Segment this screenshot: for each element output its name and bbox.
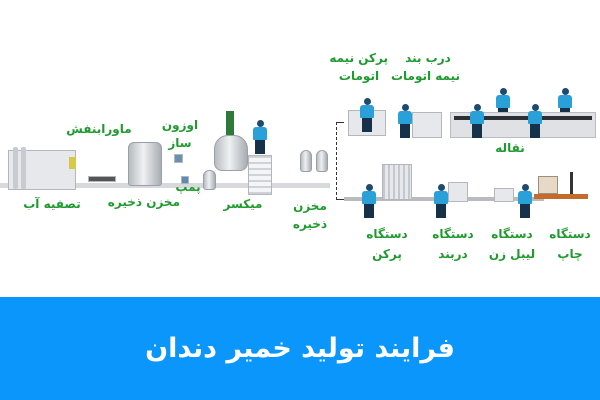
label-semi-auto-capper-line2: نیمه اتومات	[390, 69, 460, 83]
label-printing-machine-line2: چاپ	[557, 247, 583, 261]
worker-conveyor-4	[528, 104, 542, 138]
printing-machine-table	[534, 194, 588, 199]
uv-sterilizer-unit	[88, 176, 116, 182]
worker-semi-auto-filler	[360, 98, 374, 132]
label-pump: پمپ	[175, 180, 201, 194]
semi-auto-capper	[412, 112, 442, 138]
label-water-treatment: تصفیه آب	[23, 197, 81, 211]
label-conveyor: نقاله	[495, 141, 525, 155]
label-semi-auto-filler-line1: پرکن نیمه	[329, 51, 388, 65]
label-storage-tank-1: مخزن ذخیره	[107, 195, 180, 209]
worker-capping-machine	[434, 184, 448, 218]
mixer-vessel	[214, 135, 248, 171]
capping-machine	[448, 182, 468, 202]
mixer-platform	[248, 155, 272, 195]
arrow-to-top-line	[336, 122, 344, 123]
label-filling-machine-line1: دستگاه	[366, 227, 408, 241]
filling-machine	[382, 164, 412, 200]
mixer-side-tank	[203, 170, 216, 190]
worker-mixer	[253, 120, 267, 154]
label-ozone-generator-line2: ساز	[168, 136, 192, 150]
label-capping-machine-line2: دربند	[438, 247, 468, 261]
storage-tank-2a	[300, 150, 312, 172]
pump-unit	[181, 176, 189, 184]
label-semi-auto-filler-line2: اتومات	[338, 69, 380, 83]
label-uv-sterilizer: ماورابنفش	[66, 122, 132, 136]
label-storage-tank-2-line1: مخزن	[293, 199, 327, 213]
conveyor-top-belt	[454, 116, 592, 120]
water-treatment-unit	[8, 147, 76, 190]
splitter-connector	[336, 122, 337, 200]
worker-conveyor-1	[496, 88, 510, 112]
storage-tank-2b	[316, 150, 328, 172]
title-banner: فرایند تولید خمیر دندان	[0, 297, 600, 400]
worker-conveyor-2	[558, 88, 572, 112]
label-filling-machine-line2: پرکن	[372, 247, 402, 261]
mixer-motor	[226, 111, 234, 135]
worker-semi-auto-capper	[398, 104, 412, 138]
label-labeling-machine-line2: لیبل زن	[488, 247, 536, 261]
printing-machine-box	[538, 176, 558, 194]
label-semi-auto-capper-line1: درب بند	[405, 51, 451, 65]
ozone-generator-unit	[174, 154, 183, 163]
main-pipe	[0, 183, 330, 188]
worker-labeling-machine	[518, 184, 532, 218]
label-printing-machine-line1: دستگاه	[549, 227, 591, 241]
page-title: فرایند تولید خمیر دندان	[145, 333, 455, 364]
worker-filling-machine	[362, 184, 376, 218]
process-diagram: تصفیه آب ماورابنفش مخزن ذخیره اوزون ساز …	[0, 51, 596, 261]
label-labeling-machine-line1: دستگاه	[491, 227, 533, 241]
labeling-machine	[494, 188, 514, 202]
storage-tank-1	[128, 142, 162, 186]
worker-conveyor-3	[470, 104, 484, 138]
label-capping-machine-line1: دستگاه	[432, 227, 474, 241]
printing-machine-stand	[570, 172, 573, 194]
label-storage-tank-2-line2: ذخیره	[292, 217, 328, 231]
label-ozone-generator-line1: اوزون	[161, 118, 199, 132]
arrow-to-bottom-line	[336, 199, 344, 200]
label-mixer: میکسر	[223, 197, 263, 211]
